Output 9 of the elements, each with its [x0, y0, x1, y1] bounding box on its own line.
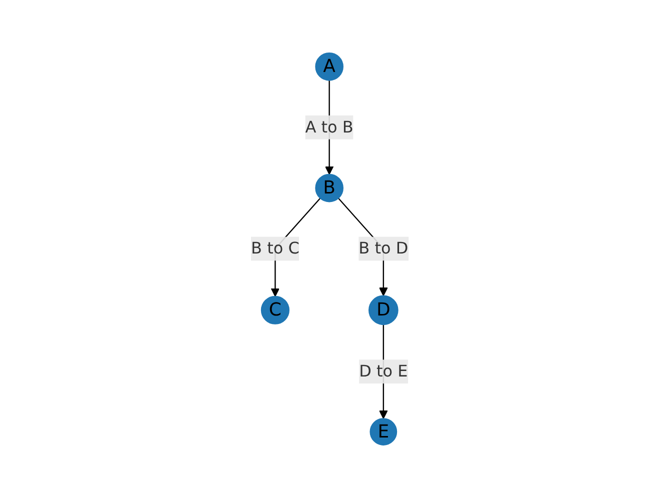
- node-circle: C: [261, 296, 290, 325]
- node-circle: E: [370, 418, 398, 446]
- edge-label: A to B: [306, 118, 354, 137]
- node-circle: D: [368, 296, 399, 326]
- edge-label: D to E: [359, 362, 408, 381]
- edge-label: B to C: [251, 239, 300, 258]
- node-circle: B: [316, 174, 344, 203]
- node-circle: A: [316, 52, 344, 82]
- edge-label: B to D: [359, 239, 409, 258]
